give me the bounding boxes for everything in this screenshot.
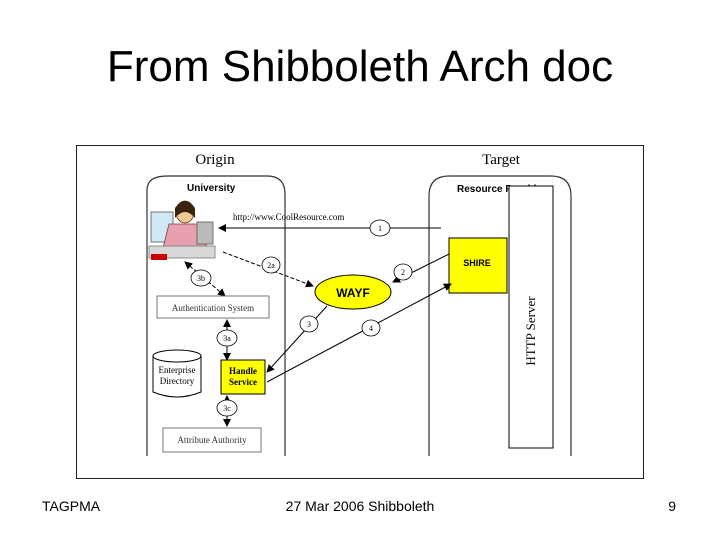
origin-label: Origin bbox=[195, 152, 235, 168]
origin-region bbox=[146, 175, 286, 456]
step-2a-marker bbox=[261, 256, 281, 274]
step-2-label: 2 bbox=[401, 268, 405, 277]
shire-label: SHIRE bbox=[463, 258, 491, 268]
step-3a-marker bbox=[216, 329, 238, 347]
step-2-marker bbox=[393, 263, 413, 281]
handle-service-label-1: Handle bbox=[229, 366, 257, 376]
target-region bbox=[428, 175, 572, 456]
resource-url: http://www.CoolResource.com bbox=[233, 212, 344, 222]
enterprise-directory-label-2: Directory bbox=[160, 376, 195, 386]
wayf-ellipse bbox=[314, 274, 392, 310]
arrow-3 bbox=[266, 305, 328, 373]
step-4-label: 4 bbox=[369, 324, 373, 333]
http-server-box bbox=[508, 185, 554, 449]
step-2a-label: 2a bbox=[267, 261, 275, 270]
enterprise-directory-cylinder bbox=[152, 349, 202, 398]
step-1-marker bbox=[369, 219, 391, 237]
shire-box bbox=[448, 237, 508, 294]
diagram-frame: Origin Target University Resource Provid… bbox=[76, 145, 644, 479]
target-label: Target bbox=[482, 152, 521, 168]
handle-service-box bbox=[220, 359, 266, 395]
attribute-authority-label: Attribute Authority bbox=[177, 435, 247, 445]
footer-page-number: 9 bbox=[668, 498, 676, 514]
enterprise-directory-label-1: Enterprise bbox=[159, 365, 196, 375]
authentication-system-box bbox=[156, 295, 270, 319]
step-3b-label: 3b bbox=[197, 274, 205, 283]
user-at-computer-icon bbox=[148, 200, 216, 260]
step-3a-label: 3a bbox=[223, 334, 231, 343]
step-3-label: 3 bbox=[307, 320, 311, 329]
step-3b-marker bbox=[190, 269, 212, 287]
http-server-label: HTTP Server bbox=[523, 296, 538, 366]
step-4-marker bbox=[361, 319, 381, 337]
step-3c-marker bbox=[216, 399, 238, 417]
step-3c-label: 3c bbox=[223, 404, 231, 413]
resource-provider-label: Resource Provider bbox=[457, 184, 546, 195]
attribute-authority-box bbox=[162, 427, 262, 453]
architecture-diagram: Origin Target University Resource Provid… bbox=[146, 152, 572, 456]
arrow-4 bbox=[266, 283, 452, 383]
step-1-label: 1 bbox=[378, 224, 382, 233]
slide-title: From Shibboleth Arch doc bbox=[106, 42, 614, 91]
footer-left: TAGPMA bbox=[42, 498, 101, 514]
university-label: University bbox=[187, 183, 236, 194]
handle-service-label-2: Service bbox=[229, 377, 257, 387]
step-3-marker bbox=[299, 315, 319, 333]
footer-center: 27 Mar 2006 Shibboleth bbox=[285, 498, 435, 514]
wayf-label: WAYF bbox=[336, 286, 370, 300]
authentication-system-label: Authentication System bbox=[172, 303, 254, 313]
